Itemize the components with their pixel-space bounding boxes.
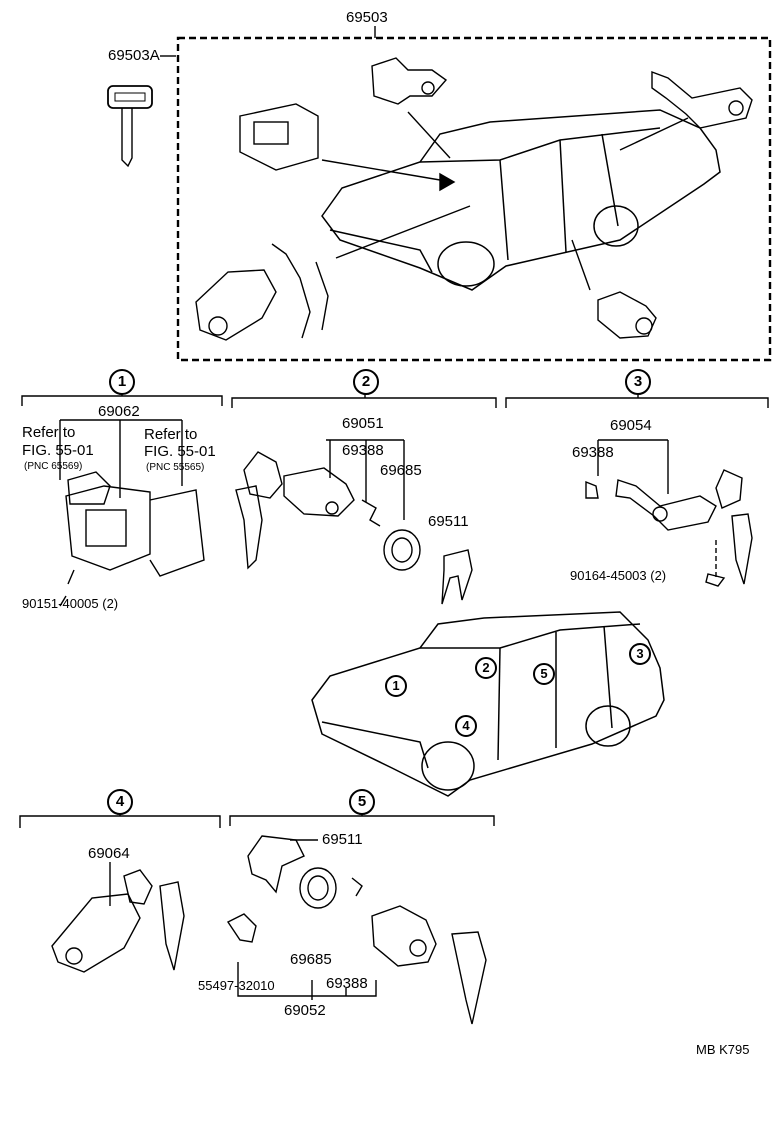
label-refer-2a: Refer to [144, 426, 198, 443]
group5-parts [226, 835, 487, 1025]
car-outline-top [321, 109, 721, 291]
label-69388-c: 69388 [326, 975, 368, 992]
label-69388-a: 69388 [342, 442, 384, 459]
car-callout-4: 4 [455, 715, 477, 737]
diagram-code: MB K795 [696, 1042, 750, 1057]
arrows-top [321, 111, 689, 291]
label-69062: 69062 [98, 403, 140, 420]
car-callout-2: 2 [475, 657, 497, 679]
label-69685-b: 69685 [290, 951, 332, 968]
group2-parts [235, 439, 473, 605]
lock-cylinder-icon [371, 57, 448, 105]
group1-parts [59, 419, 205, 607]
callout-4: 4 [107, 789, 133, 815]
key-icon [107, 85, 153, 168]
ignition-lock-icon [195, 243, 329, 341]
label-69503: 69503 [346, 9, 388, 26]
kit-frame [176, 36, 772, 362]
label-55497: 55497-32010 [198, 978, 275, 993]
label-refer-1a: Refer to [22, 424, 76, 441]
car-outline-middle [311, 611, 665, 797]
group3-parts [585, 439, 753, 587]
label-69388-b: 69388 [572, 444, 614, 461]
label-69503a: 69503A [108, 47, 160, 64]
car-callout-5: 5 [533, 663, 555, 685]
car-callout-3: 3 [629, 643, 651, 665]
label-69064: 69064 [88, 845, 130, 862]
label-69511-b: 69511 [322, 831, 363, 848]
label-refer-2c: (PNC 55565) [146, 462, 205, 473]
callout-3: 3 [625, 369, 651, 395]
callout-1: 1 [109, 369, 135, 395]
group4-parts [51, 862, 185, 973]
label-69054: 69054 [610, 417, 652, 434]
hood-lock-icon [239, 103, 319, 171]
label-refer-1b: FIG. 55-01 [22, 442, 94, 459]
label-90151: 90151-40005 (2) [22, 596, 119, 611]
group-brackets [19, 383, 769, 828]
door-lock-cylinder-icon [597, 291, 657, 339]
label-69685-a: 69685 [380, 462, 422, 479]
label-refer-1c: (PNC 65569) [24, 461, 83, 472]
label-69511-a: 69511 [428, 513, 469, 530]
label-refer-2b: FIG. 55-01 [144, 443, 216, 460]
car-callout-1: 1 [385, 675, 407, 697]
label-90164: 90164-45003 (2) [570, 568, 667, 583]
rear-lock-icon [651, 70, 753, 129]
callout-2: 2 [353, 369, 379, 395]
callout-5: 5 [349, 789, 375, 815]
label-69051: 69051 [342, 415, 384, 432]
label-69052: 69052 [284, 1002, 326, 1019]
